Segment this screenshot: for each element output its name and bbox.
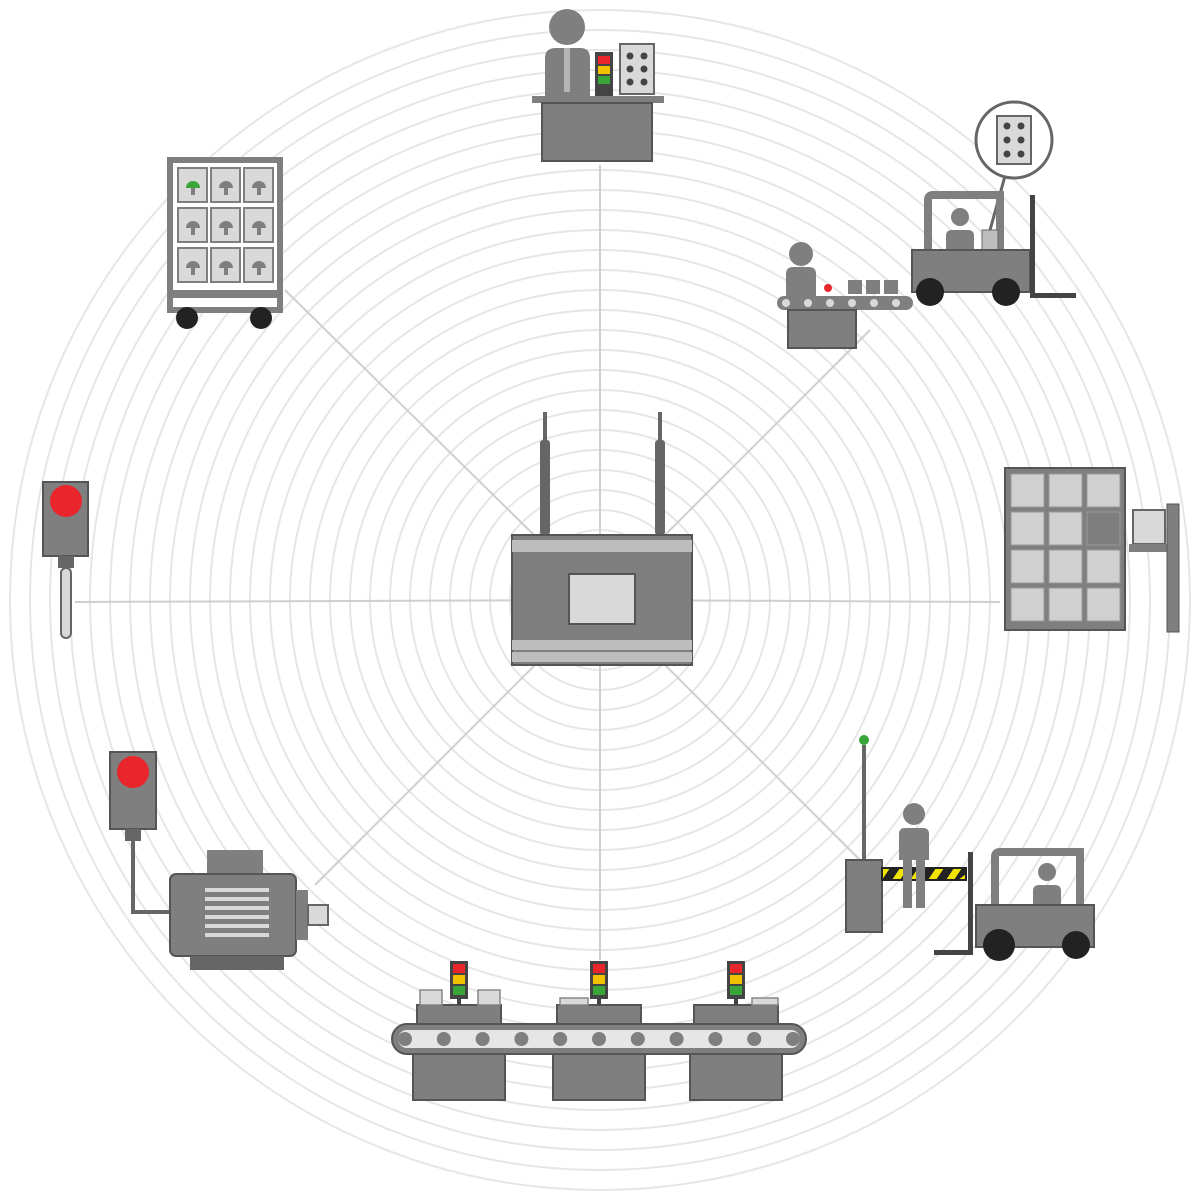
conveyor-line-icon	[391, 961, 807, 1101]
conveyor-roller	[630, 1032, 645, 1046]
grid-cell	[1048, 511, 1083, 546]
station-base	[552, 1051, 646, 1101]
grid-cell	[1086, 473, 1121, 508]
cart-wheel	[176, 307, 198, 329]
conveyor-roller	[708, 1032, 723, 1046]
conveyor-roller	[514, 1032, 529, 1046]
grid-cell	[1010, 473, 1045, 508]
grid-cell	[1086, 511, 1121, 546]
ring	[9, 9, 1191, 1191]
ring	[49, 49, 1151, 1151]
grid-cell	[1048, 587, 1083, 622]
display-panel	[1132, 509, 1166, 545]
grid-cell	[1048, 549, 1083, 584]
parts-cart-icon	[167, 157, 283, 329]
conveyor-roller	[592, 1032, 606, 1046]
motor-icon	[109, 751, 329, 970]
grid-cell	[1010, 511, 1045, 546]
station-base	[689, 1051, 783, 1101]
parcel	[559, 997, 589, 1006]
conveyor-roller	[436, 1032, 451, 1046]
signal-light-icon	[42, 481, 89, 639]
parcel	[477, 989, 501, 1006]
conveyor-roller	[553, 1032, 568, 1046]
storage-grid-icon	[1004, 467, 1180, 633]
operator-desk-icon	[532, 9, 664, 162]
cart-bin	[243, 247, 274, 283]
forklift-operator-icon	[777, 100, 1076, 349]
conveyor-roller	[747, 1032, 762, 1046]
conveyor-roller	[786, 1032, 800, 1046]
parcel	[751, 997, 779, 1006]
grid-cell	[1086, 549, 1121, 584]
barrier-gate-icon	[845, 735, 1095, 961]
grid-cell	[1048, 473, 1083, 508]
conveyor-roller	[475, 1032, 490, 1046]
cart-wheel	[250, 307, 272, 329]
wireless-gateway-icon	[511, 412, 693, 666]
station-base	[412, 1051, 506, 1101]
conveyor-roller	[669, 1032, 684, 1046]
parcel	[419, 989, 443, 1006]
grid-cell	[1086, 587, 1121, 622]
grid-cell	[1010, 587, 1045, 622]
conveyor-roller	[398, 1032, 412, 1046]
grid-cell	[1010, 549, 1045, 584]
